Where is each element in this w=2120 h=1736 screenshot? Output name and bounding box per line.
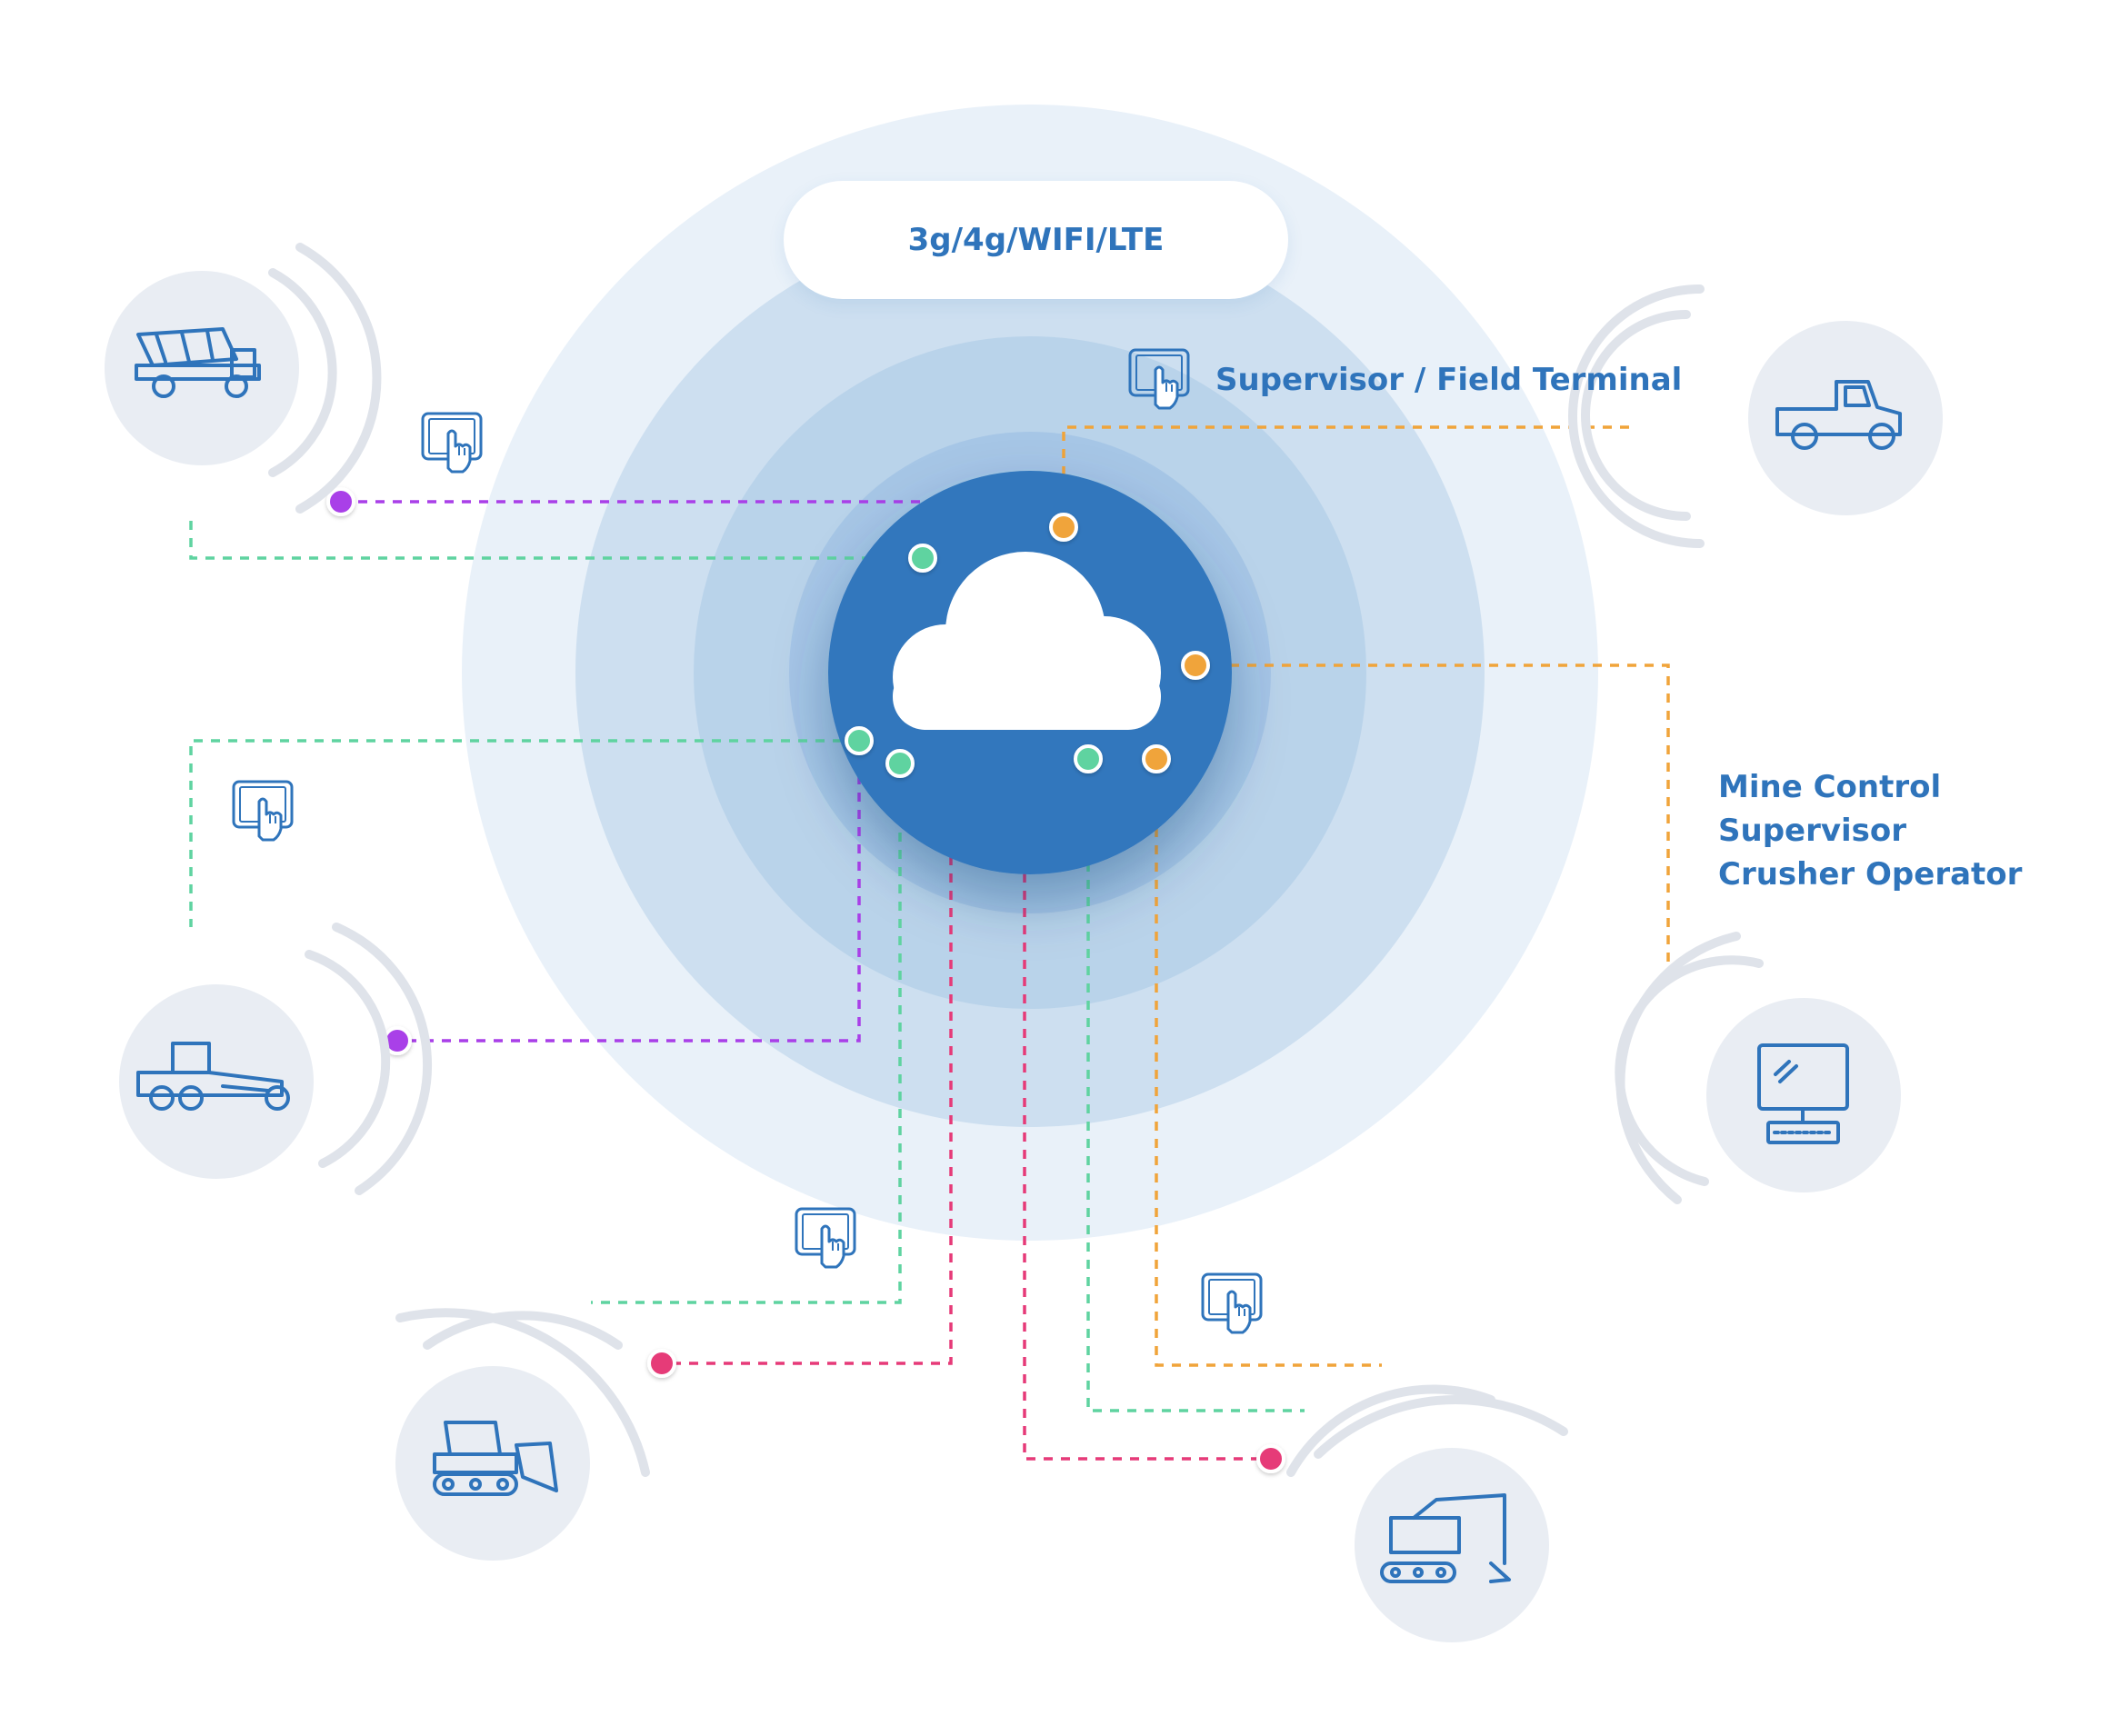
terminal-label: Supervisor / Field Terminal xyxy=(1215,362,1683,398)
line-purple-grader xyxy=(397,741,861,1043)
pickup-truck-icon xyxy=(1775,380,1902,450)
tablet-touch-icon xyxy=(232,780,294,842)
tablet-touch-icon xyxy=(1201,1272,1263,1334)
connection-lines xyxy=(189,425,1670,1461)
line-orange-excavator xyxy=(1155,759,1382,1367)
line-green-dump-truck xyxy=(189,516,923,560)
dot-orange-2 xyxy=(1181,651,1210,680)
node-circles xyxy=(105,271,1943,1642)
supervisor-line: Supervisor xyxy=(1718,813,1907,849)
network-badge: 3g/4g/WIFI/LTE xyxy=(784,181,1288,299)
cloud-core xyxy=(828,471,1232,874)
node-pickup-truck xyxy=(1748,321,1943,515)
dot-green-3 xyxy=(885,749,915,778)
signal-waves xyxy=(268,243,1764,1477)
tablet-touch-icon xyxy=(795,1207,856,1269)
node-dump-truck xyxy=(105,271,299,465)
dot-orange-1 xyxy=(1049,513,1078,542)
line-green-dozer xyxy=(591,763,902,1304)
line-orange-workstation xyxy=(1195,663,1670,968)
dot-green-2 xyxy=(845,726,874,755)
line-pink-excavator xyxy=(1023,753,1271,1461)
line-green-excavator xyxy=(1086,759,1305,1412)
bulldozer-icon xyxy=(433,1421,558,1496)
cloud-icon xyxy=(893,552,1161,730)
dot-green-1 xyxy=(908,544,937,573)
node-motor-grader xyxy=(119,984,314,1179)
dot-pink-excavator xyxy=(1256,1444,1285,1473)
dot-pink-dozer xyxy=(647,1349,676,1378)
excavator-icon xyxy=(1380,1493,1511,1583)
mine-control-line: Mine Control xyxy=(1718,769,1942,805)
network-label: 3g/4g/WIFI/LTE xyxy=(907,222,1165,258)
node-workstation xyxy=(1706,998,1901,1192)
node-bulldozer xyxy=(395,1366,590,1561)
node-excavator xyxy=(1355,1448,1549,1642)
endpoint-dots xyxy=(326,487,1285,1473)
mine-control-label: Mine Control Supervisor Crusher Operator xyxy=(1718,765,2022,896)
crusher-operator-line: Crusher Operator xyxy=(1718,856,2023,893)
tablet-touch-icon xyxy=(421,412,483,474)
dot-purple-truck xyxy=(326,487,355,516)
motor-grader-icon xyxy=(136,1042,290,1111)
dot-green-4 xyxy=(1074,744,1103,773)
dump-truck-icon xyxy=(135,327,261,398)
line-pink-dozer xyxy=(662,753,953,1365)
desktop-computer-icon xyxy=(1757,1043,1849,1144)
dot-orange-3 xyxy=(1142,744,1171,773)
